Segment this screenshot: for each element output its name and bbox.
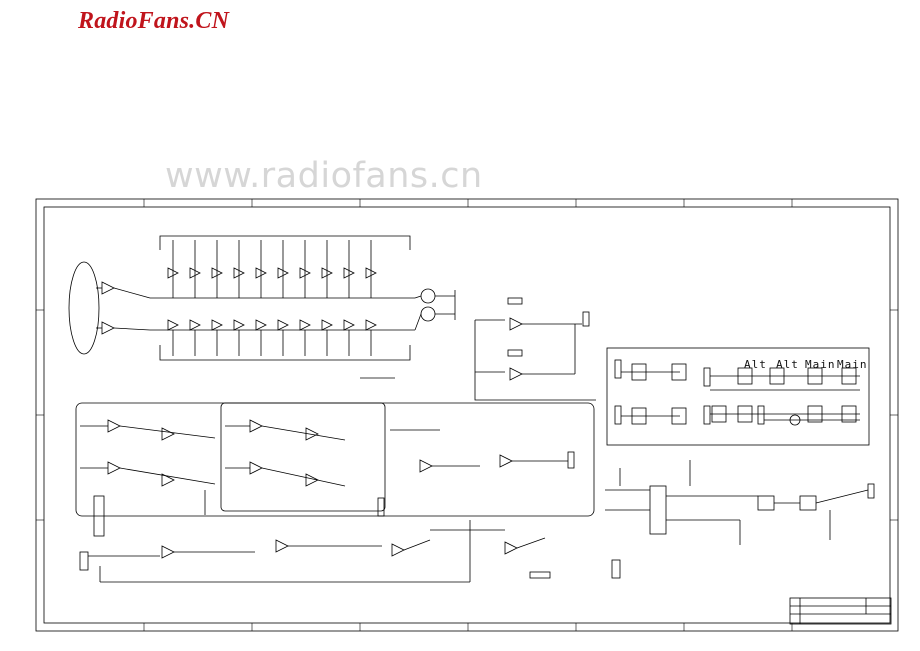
output-opamp-lower [509,367,523,381]
regulator-1 [757,495,775,511]
crossover-block [75,402,595,537]
drawing-frame [35,198,899,632]
input-opamp-upper [101,281,115,295]
ic-chip [649,485,667,535]
bottom-connector [79,551,89,571]
eq-filter-bank [96,235,456,379]
output-label-alt-1: Alt [744,358,767,371]
output-label-alt-2: Alt [776,358,799,371]
output-opamp-upper [509,317,523,331]
title-block [789,597,892,625]
input-opamp-lower [101,321,115,335]
output-connector [582,311,590,327]
crossover-inner [220,402,386,512]
transistor-q1 [420,288,436,304]
jack-panel-box [606,347,870,446]
eq-upper-stages [167,240,377,298]
power-input-connector [611,559,621,579]
power-connector [867,483,875,499]
jack-2 [614,405,622,425]
crossover-outline [75,402,595,517]
header-strip [93,495,105,537]
jack-1 [614,359,622,379]
transistor-q2 [420,306,436,322]
output-label-main-2: Main [837,358,868,371]
output-label-main-1: Main [805,358,836,371]
jack-5 [757,405,765,425]
jack-panel [606,347,870,446]
zone-ticks [36,199,898,631]
input-connector-ellipse [68,261,100,355]
crossover-connector [377,497,385,517]
watermark-url: www.radiofans.cn [165,156,483,196]
jack-4 [703,405,711,425]
crossover-out-connector [567,451,575,469]
power-section [605,460,875,579]
jack-3 [703,367,711,387]
brand-logo: RadioFans.CN [78,8,230,34]
bottom-signal-chain [79,520,551,583]
output-stage-block [474,297,596,401]
regulator-2 [799,495,817,511]
eq-lower-stages [167,319,377,356]
